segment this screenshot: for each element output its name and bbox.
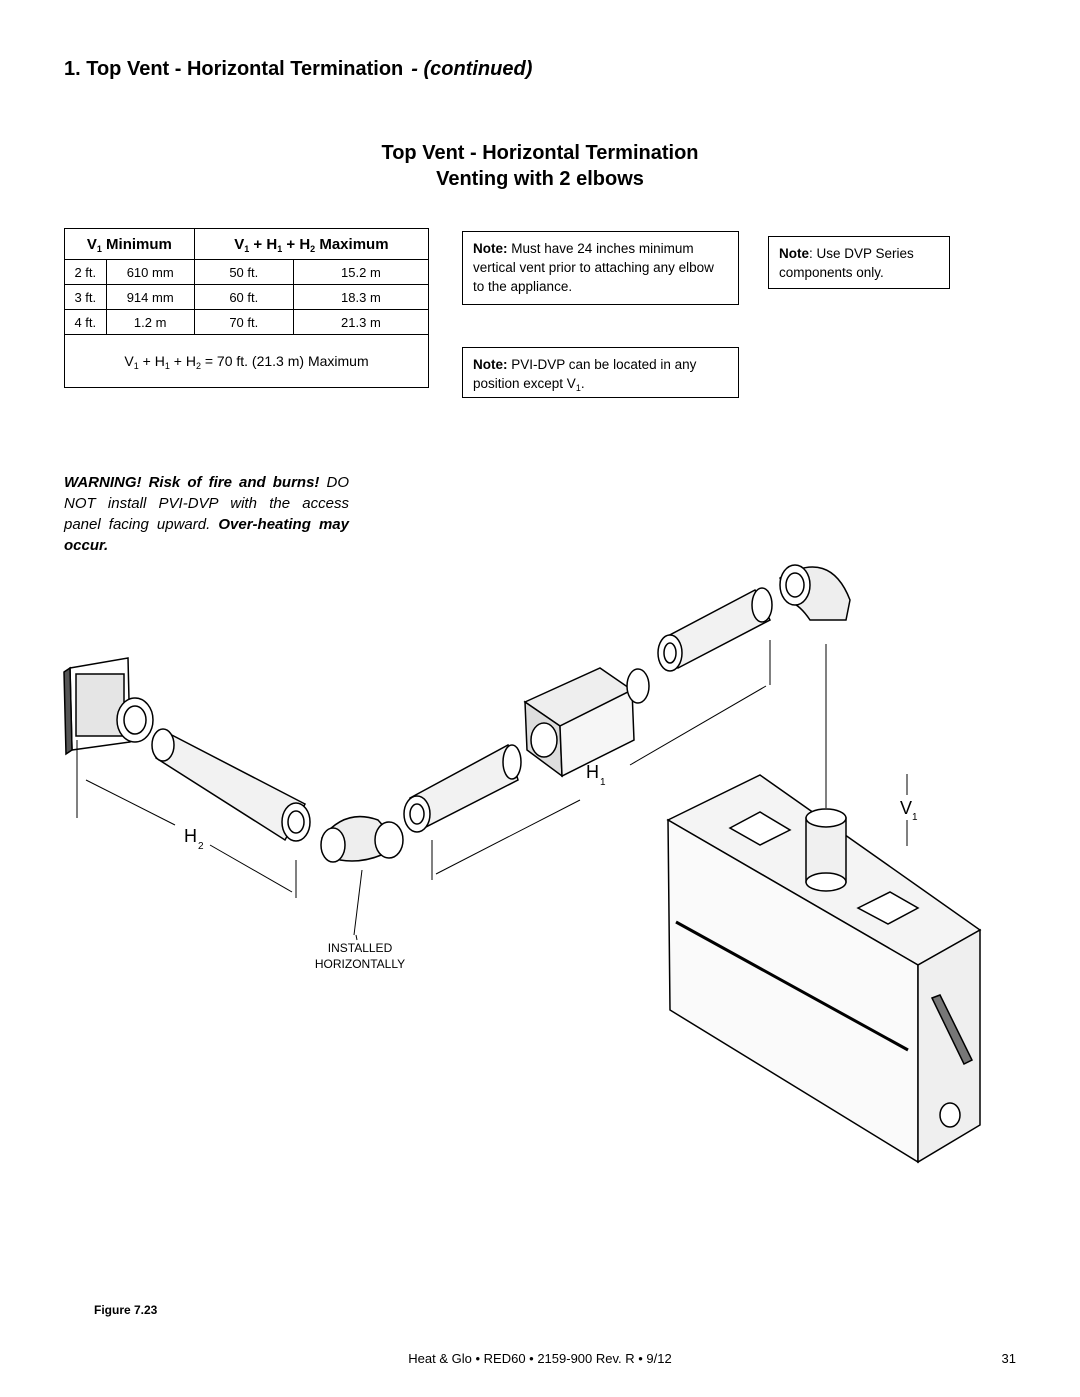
max-header: V1 + H1 + H2 Maximum bbox=[193, 228, 430, 260]
fireplace-unit bbox=[666, 774, 982, 1164]
label-installed-1: INSTALLED bbox=[328, 941, 393, 955]
warning-body: DO NOT install PVI-DVP with the access p… bbox=[64, 474, 350, 533]
label-h1: H bbox=[586, 762, 599, 782]
note-24-inches: Note: Must have 24 inches minimum vertic… bbox=[462, 231, 739, 305]
svg-text:1: 1 bbox=[600, 777, 606, 788]
pipe-h2 bbox=[151, 728, 311, 842]
warning-block: WARNING! Risk of fire and burns! DO NOT … bbox=[64, 472, 349, 556]
page-number: 31 bbox=[1001, 1351, 1016, 1366]
footer-text: Heat & Glo • RED60 • 2159-900 Rev. R • 9… bbox=[408, 1351, 672, 1366]
note-dvp-series: Note: Use DVP Series components only. bbox=[768, 236, 950, 289]
pipe-h1-a bbox=[403, 743, 522, 833]
min-header: V1 Minimum bbox=[64, 228, 195, 260]
figure-title-line2: Venting with 2 elbows bbox=[436, 168, 644, 190]
warning-tail: Over-heating may occur. bbox=[64, 516, 349, 554]
svg-text:2: 2 bbox=[198, 841, 204, 852]
warning-head: WARNING! Risk of fire and burns! bbox=[64, 474, 320, 491]
venting-table: V1 Minimum V1 + H1 + H2 Maximum 2 ft.610… bbox=[64, 228, 430, 388]
pvi-dvp-box bbox=[523, 667, 650, 778]
section-title: 1. Top Vent - Horizontal Termination - (c… bbox=[64, 58, 532, 81]
pipe-h1-b bbox=[657, 587, 773, 672]
elbow-horizontal bbox=[320, 815, 404, 863]
figure-title-line1: Top Vent - Horizontal Termination bbox=[381, 142, 699, 164]
elbow-top bbox=[779, 564, 851, 621]
section-continued: - (continued) bbox=[411, 58, 533, 80]
venting-diagram: H 2 H 1 V 1 INSTALLED HORIZONTALLY bbox=[63, 564, 982, 1164]
label-h2: H bbox=[184, 826, 197, 846]
note-pvi-dvp-position: Note: PVI-DVP can be located in any posi… bbox=[462, 347, 739, 398]
figure-caption: Figure 7.23 bbox=[94, 1303, 158, 1317]
section-title-text: 1. Top Vent - Horizontal Termination bbox=[64, 58, 404, 80]
svg-text:1: 1 bbox=[912, 812, 918, 823]
table-formula: V1 + H1 + H2 = 70 ft. (21.3 m) Maximum bbox=[64, 334, 429, 388]
label-installed-2: HORIZONTALLY bbox=[315, 957, 405, 971]
termination-cap bbox=[63, 657, 154, 756]
label-v1: V bbox=[900, 798, 912, 818]
